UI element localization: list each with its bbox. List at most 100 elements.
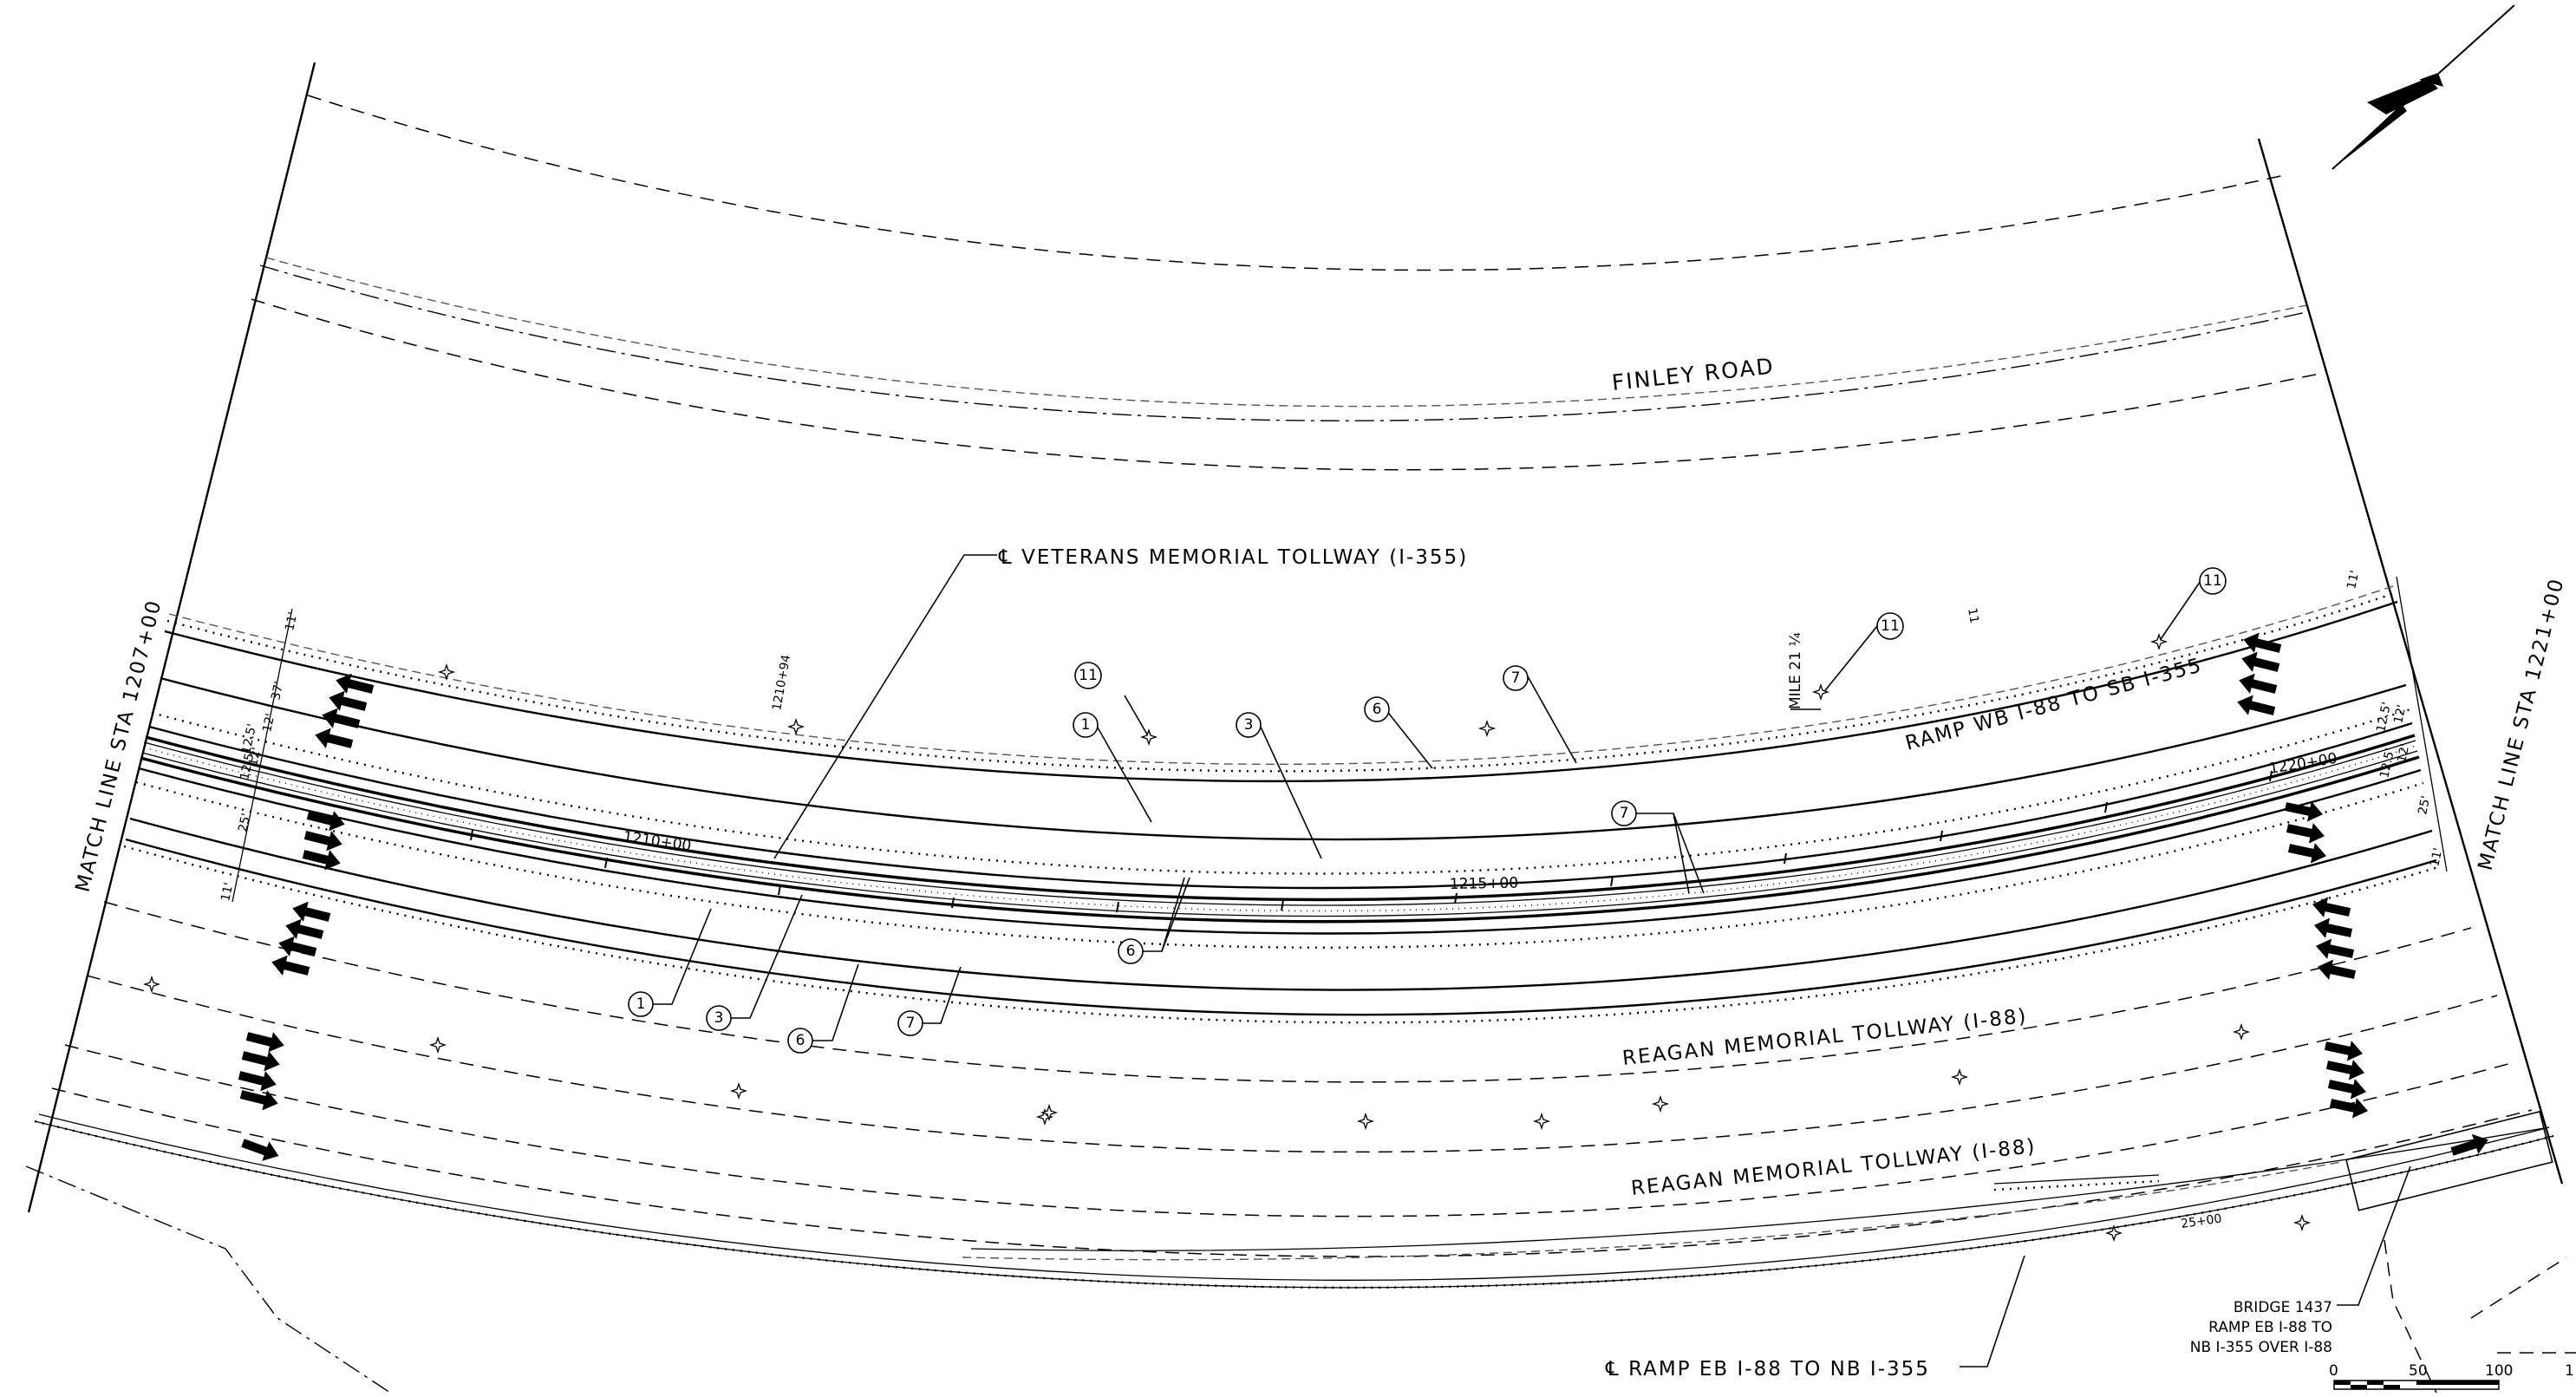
station-1215: 1215+00 xyxy=(1450,875,1518,893)
i355-lanes xyxy=(123,708,2439,1024)
callout-3a: 3 xyxy=(1236,712,1262,738)
lane-arrow-right-i88wb-3 xyxy=(2317,959,2357,980)
callout-11a: 11 xyxy=(1074,662,1102,689)
callout-7c: 7 xyxy=(897,1010,923,1036)
callout-6c: 6 xyxy=(787,1028,813,1054)
lane-arrow-left-eb-1 xyxy=(303,831,342,852)
lane-arrow-left-ramp xyxy=(241,1139,279,1161)
light-pole-icon xyxy=(1477,719,1497,738)
bridge-outline xyxy=(2345,1110,2553,1211)
dim-left-5: 12' xyxy=(246,746,264,767)
scale-label-100: 100 xyxy=(2485,1362,2513,1380)
lane-arrow-right-wb-1 xyxy=(2241,651,2280,672)
lane-arrow-left-i88wb-2 xyxy=(278,936,317,956)
lane-arrow-left-eb-0 xyxy=(306,811,345,832)
callout-1a: 1 xyxy=(1073,712,1099,738)
lane-arrow-right-eb-1 xyxy=(2286,823,2325,844)
lane-arrow-right-ramp xyxy=(2450,1133,2488,1156)
svg-text:1: 1 xyxy=(636,996,646,1013)
dim-right-5: 25' xyxy=(2416,794,2433,816)
svg-text:1: 1 xyxy=(1081,716,1091,734)
dim-right-3: 12.5' xyxy=(2377,747,2397,780)
dim-left-6: 25' xyxy=(236,812,253,833)
light-pole-icon xyxy=(142,975,161,994)
match-line-left xyxy=(27,62,316,1213)
light-pole-icon xyxy=(1139,728,1158,747)
dim-left-3: 12' xyxy=(260,712,277,734)
right-of-way-lines xyxy=(25,1165,2576,1394)
light-poles xyxy=(142,632,2312,1243)
svg-text:3: 3 xyxy=(714,1009,724,1027)
dim-right-2: 12' xyxy=(2391,703,2409,725)
svg-text:3: 3 xyxy=(1244,716,1254,734)
light-pole-icon xyxy=(1532,1112,1551,1131)
label-mile: MILE 21 ¼ xyxy=(1787,632,1804,709)
light-pole-icon xyxy=(1811,682,1830,702)
lane-arrow-left-i88wb-3 xyxy=(271,955,310,976)
lane-arrow-right-i88wb-2 xyxy=(2315,938,2355,959)
lane-arrow-left-wb-2 xyxy=(322,708,361,728)
lane-arrow-left-wb-1 xyxy=(329,690,368,711)
label-tick-11: 11 xyxy=(1965,607,1981,624)
dim-right-6: 11' xyxy=(2428,846,2445,868)
lane-arrow-left-i88eb-2 xyxy=(238,1071,277,1092)
bridge-note-line-3: NB I-355 OVER I-88 xyxy=(2190,1339,2332,1356)
label-veterans: ℄ VETERANS MEMORIAL TOLLWAY (I-355) xyxy=(998,546,1468,569)
lane-arrow-left-i88wb-0 xyxy=(292,901,331,922)
label-match-right: MATCH LINE STA 1221+00 xyxy=(2475,576,2569,873)
light-pole-icon xyxy=(2104,1224,2123,1243)
callout-1b: 1 xyxy=(628,991,654,1017)
finley-road-edges xyxy=(251,95,2325,471)
lane-arrow-left-i88eb-3 xyxy=(239,1090,278,1111)
lane-arrow-left-eb-2 xyxy=(302,850,341,871)
lane-arrow-right-i88eb-3 xyxy=(2329,1098,2369,1119)
bridge-note: BRIDGE 1437 RAMP EB I-88 TO NB I-355 OVE… xyxy=(2190,1165,2411,1356)
lane-arrow-left-i88eb-1 xyxy=(241,1051,280,1072)
lane-arrow-left-i88wb-1 xyxy=(285,918,324,939)
i88-edges xyxy=(34,901,2554,1289)
lane-arrow-left-i88eb-0 xyxy=(245,1032,284,1053)
lane-arrows xyxy=(238,632,2488,1161)
svg-text:11: 11 xyxy=(2203,572,2222,590)
bridge-note-line-1: BRIDGE 1437 xyxy=(2234,1299,2332,1316)
lane-arrow-left-wb-3 xyxy=(315,728,354,748)
svg-text:11: 11 xyxy=(1881,617,1900,635)
dim-left-0: 11' xyxy=(283,610,300,632)
light-pole-icon xyxy=(2232,1022,2251,1041)
lane-arrow-right-i88wb-1 xyxy=(2313,917,2353,938)
lane-arrow-right-i88eb-2 xyxy=(2327,1079,2367,1100)
lane-arrow-right-i88wb-0 xyxy=(2312,897,2351,917)
light-pole-icon xyxy=(437,663,456,682)
lane-arrow-right-eb-2 xyxy=(2287,843,2327,864)
scale-bar: 0 50 100 1 xyxy=(2329,1362,2574,1390)
light-pole-icon xyxy=(729,1081,748,1100)
callout-6b: 6 xyxy=(1118,938,1144,964)
light-pole-icon xyxy=(428,1035,447,1054)
veterans-leader xyxy=(773,554,997,859)
callout-6a: 6 xyxy=(1364,696,1390,722)
north-arrow-icon xyxy=(2331,4,2515,170)
lane-arrow-right-i88eb-0 xyxy=(2324,1041,2364,1061)
svg-text:7: 7 xyxy=(1511,669,1521,687)
scale-label-50: 50 xyxy=(2409,1362,2428,1380)
dim-right-0: 11' xyxy=(2344,569,2362,591)
light-pole-icon xyxy=(2292,1213,2312,1232)
lane-arrow-right-wb-2 xyxy=(2239,673,2278,694)
lane-arrow-right-i88eb-1 xyxy=(2325,1060,2365,1080)
callout-11b: 11 xyxy=(1876,612,1904,640)
callout-11c: 11 xyxy=(2199,567,2227,595)
light-pole-icon xyxy=(1651,1094,1670,1113)
dim-right-4: 12' xyxy=(2395,742,2412,764)
dim-left-2: 12.5' xyxy=(239,722,259,755)
dim-right-1: 12.5' xyxy=(2374,701,2394,734)
svg-text:7: 7 xyxy=(1620,805,1629,822)
label-ramp-eb: ℄ RAMP EB I-88 TO NB I-355 xyxy=(1605,1358,1930,1381)
svg-text:6: 6 xyxy=(796,1032,805,1049)
svg-text:7: 7 xyxy=(906,1015,916,1032)
callout-leaders xyxy=(653,580,2201,1041)
dimension-right: 11' 12.5' 12' 12.5' 12' 25' 11' xyxy=(2344,569,2448,872)
station-ticks xyxy=(470,770,2273,913)
svg-text:11: 11 xyxy=(1079,667,1098,684)
lane-arrow-right-wb-3 xyxy=(2237,695,2276,715)
